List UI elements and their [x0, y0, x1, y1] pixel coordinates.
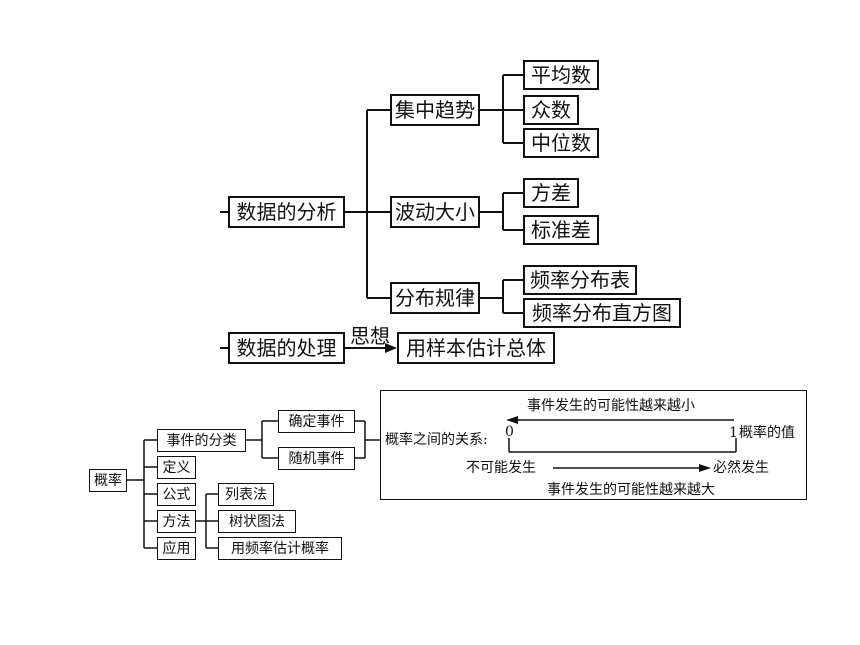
spread-item-variance: 方差: [523, 178, 579, 208]
probability-root-box: 概率: [89, 469, 127, 492]
branch-event-classification: 事件的分类: [157, 429, 246, 452]
method-tree-box: 树状图法: [218, 510, 296, 533]
event-certain-box: 确定事件: [278, 410, 355, 433]
relation-top-text: 事件发生的可能性越来越小: [527, 398, 695, 414]
probability-relation-frame: [380, 390, 807, 500]
processing-target-box: 用样本估计总体: [397, 332, 555, 364]
relation-end-value: 1: [729, 425, 738, 441]
distribution-item-histogram: 频率分布直方图: [523, 298, 681, 328]
relation-certain: 必然发生: [713, 460, 769, 476]
spread-item-std-dev: 标准差: [523, 215, 599, 245]
processing-root-box: 数据的处理: [228, 332, 345, 364]
event-random-box: 随机事件: [278, 447, 355, 470]
branch-application: 应用: [157, 537, 196, 560]
processing-arrow-label: 思想: [350, 324, 390, 348]
method-list-box: 列表法: [218, 483, 274, 506]
central-tendency-box: 集中趋势: [390, 94, 480, 126]
central-item-median: 中位数: [523, 128, 599, 158]
relation-start-value: 0: [505, 424, 514, 440]
branch-method: 方法: [157, 510, 196, 533]
relation-impossible: 不可能发生: [466, 460, 536, 476]
central-item-mode: 众数: [523, 95, 579, 125]
branch-definition: 定义: [157, 456, 196, 479]
central-item-mean: 平均数: [523, 60, 599, 90]
relation-end-label: 概率的值: [739, 425, 795, 441]
spread-box: 波动大小: [390, 196, 480, 228]
distribution-box: 分布规律: [390, 282, 480, 314]
distribution-item-freq-table: 频率分布表: [523, 265, 637, 295]
branch-formula: 公式: [157, 483, 196, 506]
method-frequency-box: 用频率估计概率: [218, 537, 342, 560]
analysis-root-box: 数据的分析: [228, 196, 345, 228]
relation-bottom-text: 事件发生的可能性越来越大: [547, 482, 715, 498]
relation-label: 概率之间的关系:: [385, 432, 488, 448]
